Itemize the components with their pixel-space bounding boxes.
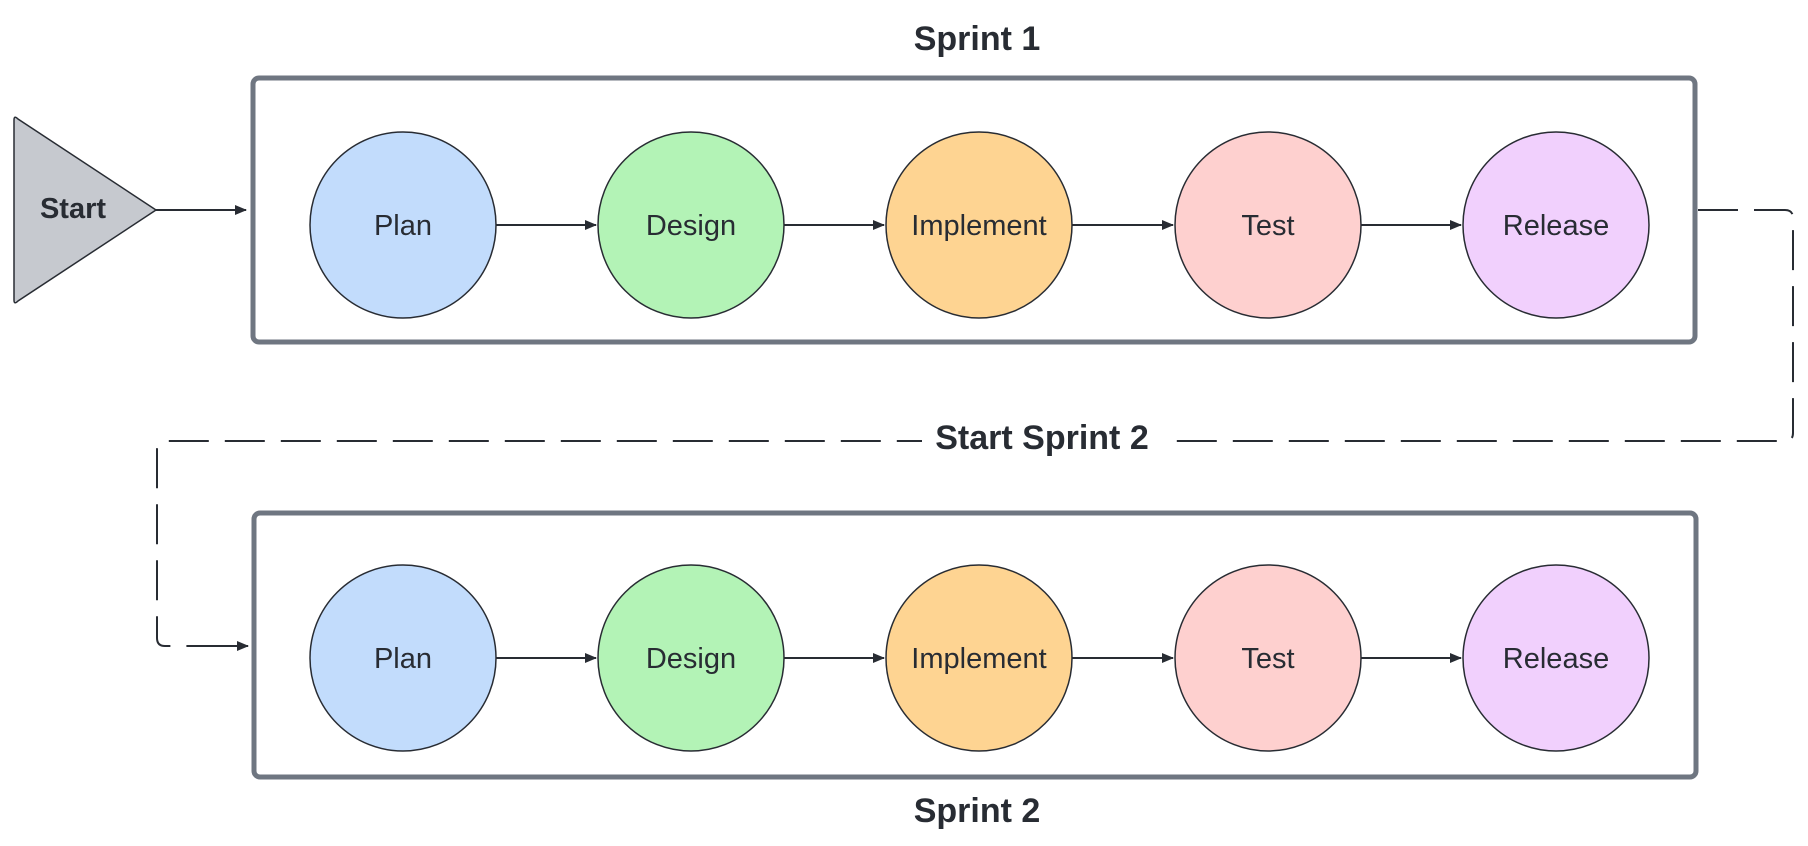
sprint-2-title: Sprint 2 xyxy=(914,792,1041,830)
sprint-2-test-label: Test xyxy=(1241,643,1294,675)
transition-label: Start Sprint 2 xyxy=(935,419,1148,457)
sprint-2-stage-release[interactable]: Release xyxy=(1462,564,1650,752)
sprint-1-implement-label: Implement xyxy=(911,210,1046,242)
transition-label-background xyxy=(922,418,1162,464)
sprint-2-stages: Plan Design Implement Test Release xyxy=(309,564,1650,752)
sprint-1-stage-release[interactable]: Release xyxy=(1462,131,1650,319)
sprint-2-release-label: Release xyxy=(1503,643,1609,675)
sprint-2-stage-test[interactable]: Test xyxy=(1174,564,1362,752)
sprint-2-release-circle[interactable] xyxy=(1462,564,1650,752)
sprint-1-title: Sprint 1 xyxy=(914,20,1041,58)
sprint-2-stage-plan[interactable]: Plan xyxy=(309,564,497,752)
sprint-2-plan-label: Plan xyxy=(374,643,432,675)
sprint-1-test-label: Test xyxy=(1241,210,1294,242)
sprint-1-stage-implement[interactable]: Implement xyxy=(885,131,1073,319)
sprint-1-release-circle[interactable] xyxy=(1462,131,1650,319)
start-label: Start xyxy=(40,193,106,225)
sprint-2-stage-design[interactable]: Design xyxy=(597,564,785,752)
sprint-1-release-label: Release xyxy=(1503,210,1609,242)
sprint-1-plan-label: Plan xyxy=(374,210,432,242)
sprint-2-implement-label: Implement xyxy=(911,643,1046,675)
start-triangle[interactable] xyxy=(13,116,158,304)
sprint-1-design-label: Design xyxy=(646,210,736,242)
sprint-1-stage-test[interactable]: Test xyxy=(1174,131,1362,319)
sprint-1-stages: Plan Design Implement Test Release xyxy=(309,131,1650,319)
sprint-2-design-label: Design xyxy=(646,643,736,675)
sprint-1-stage-design[interactable]: Design xyxy=(597,131,785,319)
start-node[interactable]: Start xyxy=(13,116,158,304)
sprint-2-stage-implement[interactable]: Implement xyxy=(885,564,1073,752)
sprint-1-stage-plan[interactable]: Plan xyxy=(309,131,497,319)
